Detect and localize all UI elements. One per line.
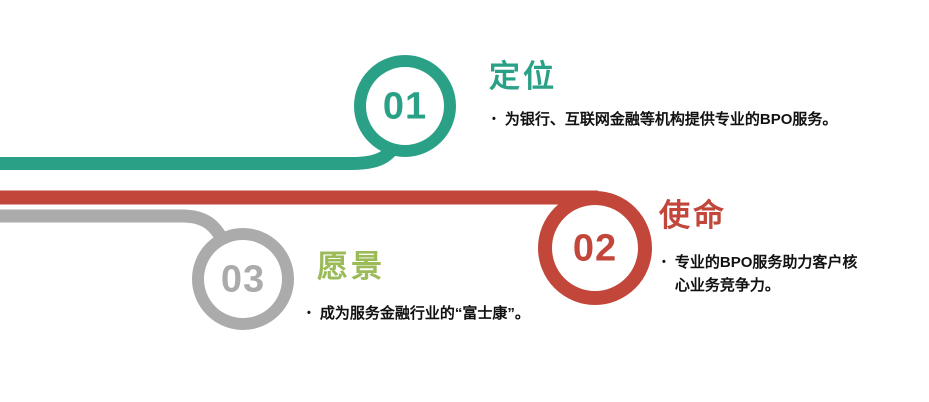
item-01-description-text: 为银行、互联网金融等机构提供专业的BPO服务。 (504, 111, 838, 128)
item-03-title: 愿景 (317, 249, 385, 284)
item-02-number: 02 (572, 227, 618, 270)
circle-ring-02 (538, 191, 652, 305)
bullet-dot-icon: • (662, 256, 666, 268)
circle-ring-01 (354, 55, 456, 157)
bullet-dot-icon: • (307, 307, 311, 319)
item-02-description: • 专业的BPO服务助力客户核心业务竞争力。 (662, 251, 868, 298)
bullet-dot-icon: • (492, 113, 496, 125)
teal-connector-line (0, 136, 404, 170)
item-02-description-text: 专业的BPO服务助力客户核心业务竞争力。 (674, 254, 858, 295)
item-03-description: • 成为服务金融行业的“富士康”。 (307, 302, 637, 325)
item-03-description-text: 成为服务金融行业的“富士康”。 (319, 305, 530, 322)
item-01-description: • 为银行、互联网金融等机构提供专业的BPO服务。 (492, 108, 922, 131)
item-01-number: 01 (382, 85, 428, 128)
item-02-title: 使命 (659, 198, 727, 233)
gray-connector-line (0, 209, 232, 250)
item-01-title: 定位 (489, 59, 557, 94)
circle-ring-03 (192, 228, 294, 330)
item-03-number: 03 (220, 258, 266, 301)
